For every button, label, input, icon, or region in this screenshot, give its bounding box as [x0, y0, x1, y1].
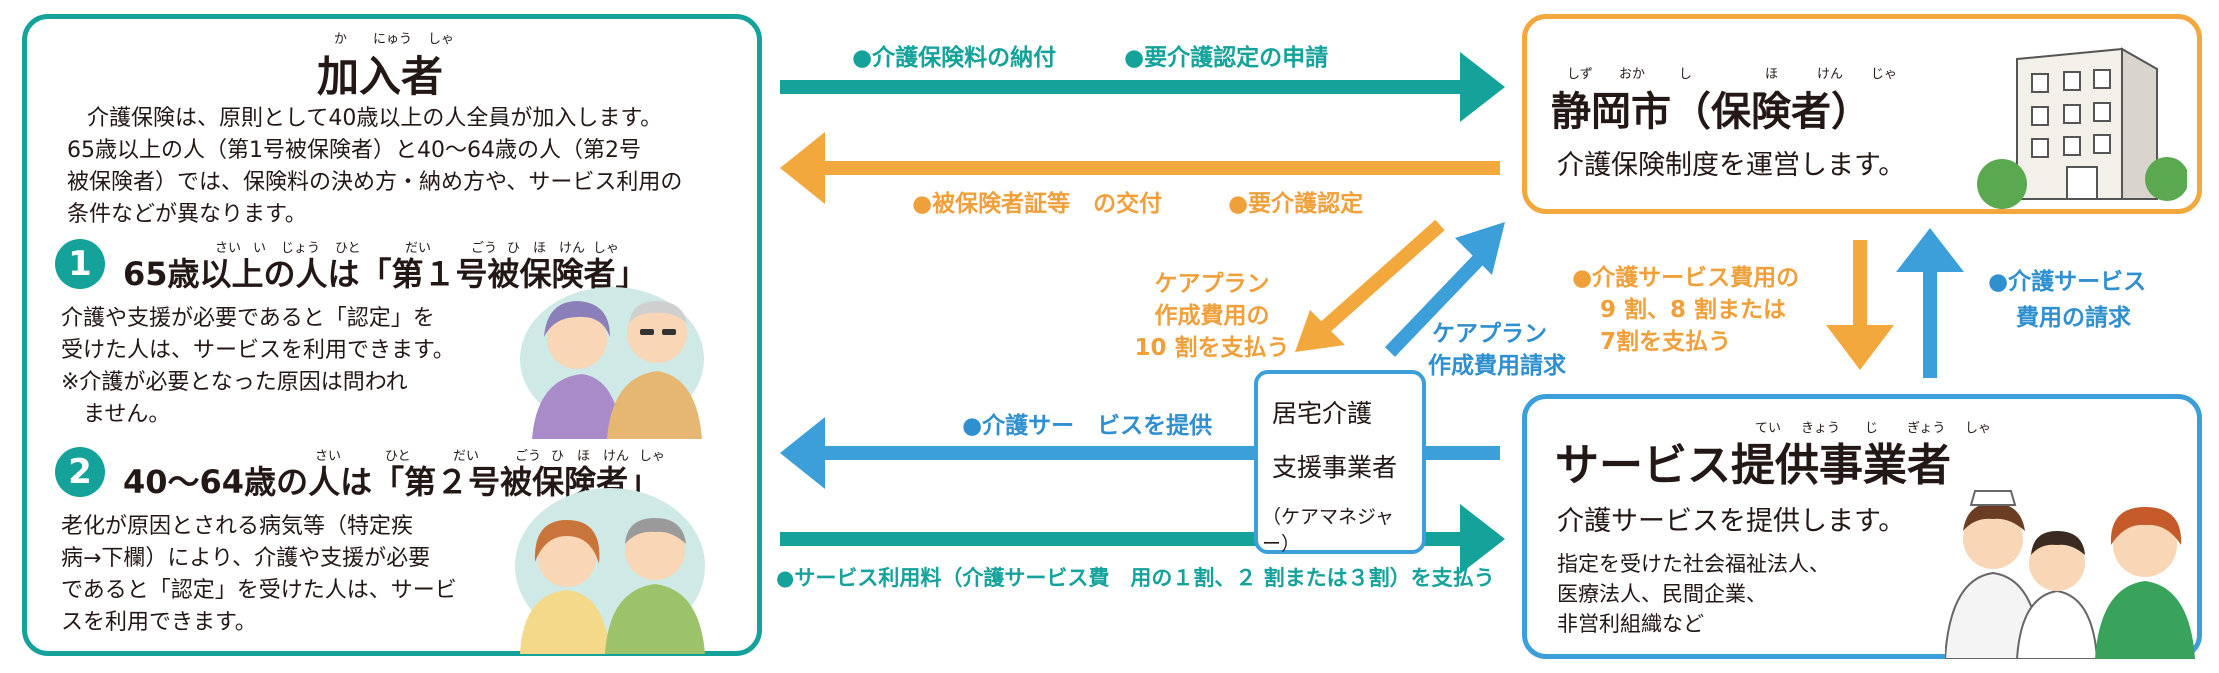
service-cost-request-label: ●介護サービス 費用の請求	[1988, 269, 2147, 331]
care-application-label: ●要介護認定の申請	[1124, 45, 1329, 71]
group2-body-1: 老化が原因とされる病気等（特定疾	[61, 514, 414, 539]
provider-ruby-row: てい きょう じ ぎょう しゃ	[1755, 421, 1992, 436]
group2-body-2: 病→下欄）により、介護や支援が必要	[61, 546, 431, 571]
title-ruby-1: か	[334, 32, 348, 47]
provider-example-1: 指定を受けた社会福祉法人、	[1557, 552, 1830, 576]
service-provider-panel: てい きょう じ ぎょう しゃ サービス提供事業者 介護サービスを提供します。 …	[1522, 394, 2202, 659]
city-title: 静岡市（保険者）	[1551, 89, 1871, 135]
provider-example-3: 非営利組織など	[1557, 612, 1704, 636]
provider-description: 介護サービスを提供します。	[1557, 506, 1906, 537]
premium-arrow	[780, 52, 1505, 122]
elderly-couple-illustration	[520, 287, 704, 439]
service-cost-pay-arrow	[1826, 240, 1894, 370]
city-ruby-row: しず おか し ほ けん じゃ	[1567, 67, 1898, 82]
care-manager-line-3: （ケアマネジャー）	[1262, 506, 1395, 555]
careplan-pay-label: ケアプラン 作成費用の 10 割を支払う	[1134, 271, 1290, 361]
city-description: 介護保険制度を運営します。	[1557, 150, 1906, 181]
group2-heading: 40～64歳の人は「第２号被保険者」	[123, 463, 661, 501]
provider-example-2: 医療法人、民間企業、	[1557, 582, 1767, 606]
insurance-card-label: ●被保険者証等 の交付	[912, 191, 1163, 217]
care-staff-illustration	[1945, 490, 2195, 659]
service-cost-request-arrow	[1896, 228, 1964, 378]
service-provide-label: ●介護サー ビスを提供	[962, 413, 1213, 439]
city-insurer-panel: しず おか し ほ けん じゃ 静岡市（保険者） 介護保険制度を運営します。	[1522, 14, 2202, 214]
group1-heading: 65歳以上の人は「第１号被保険者」	[123, 255, 648, 293]
title-ruby-2: にゅう	[373, 32, 413, 47]
provider-title: サービス提供事業者	[1555, 440, 1951, 491]
intro-line-2: 65歳以上の人（第1号被保険者）と40～64歳の人（第2号	[67, 138, 641, 163]
care-manager-line-1: 居宅介護	[1272, 399, 1373, 428]
careplan-request-label: ケアプラン 作成費用請求	[1428, 321, 1566, 379]
subscriber-panel: か にゅう しゃ 加入者 介護保険は、原則として40歳以上の人全員が加入します。…	[22, 14, 762, 656]
intro-line-1: 介護保険は、原則として40歳以上の人全員が加入します。	[87, 106, 663, 131]
premium-payment-label: ●介護保険料の納付	[852, 45, 1057, 71]
group2-number-badge: 2	[55, 447, 105, 497]
group2-body-4: スを利用できます。	[61, 610, 257, 635]
subscriber-title: 加入者	[317, 52, 444, 101]
careplan-request-arrow	[1384, 222, 1505, 357]
group2-body-3: であると「認定」を受けた人は、サービ	[61, 578, 457, 603]
group1-body-3: ※介護が必要となった原因は問われ	[61, 370, 408, 395]
care-manager-box: 居宅介護 支援事業者 （ケアマネジャー）	[1254, 370, 1426, 555]
user-fee-label: ●サービス利用料（介護サービス費 用の１割、２ 割または３割）を支払う	[776, 566, 1495, 590]
group1-body-1: 介護や支援が必要であると「認定」を	[61, 306, 435, 331]
title-ruby-3: しゃ	[428, 32, 455, 47]
group1-ruby-row: さい い じょう ひと だい ごう ひ ほ けん しゃ	[215, 241, 620, 256]
group1-number-badge: 1	[55, 239, 105, 289]
intro-line-4: 条件などが異なります。	[67, 202, 307, 227]
care-manager-line-2: 支援事業者	[1272, 453, 1398, 482]
group2-ruby-row: さい ひと だい ごう ひ ほ けん しゃ	[315, 449, 666, 464]
group1-body-4: ません。	[61, 402, 171, 427]
service-cost-pay-label: ●介護サービス費用の 9 割、8 割または 7割を支払う	[1572, 265, 1800, 355]
careplan-pay-arrow	[1295, 219, 1445, 352]
group1-body-2: 受けた人は、サービスを利用できます。	[61, 338, 455, 363]
insurance-card-arrow	[780, 132, 1500, 204]
middle-aged-couple-illustration	[515, 488, 705, 654]
city-building-illustration	[1977, 47, 2187, 209]
care-certification-label: ●要介護認定	[1228, 191, 1364, 217]
intro-line-3: 被保険者）では、保険料の決め方・納め方や、サービス利用の	[67, 170, 683, 195]
